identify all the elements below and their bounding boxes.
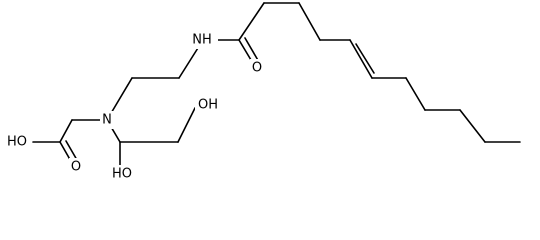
tertiary-amine-nitrogen-label: N bbox=[102, 113, 112, 128]
bond-chain-5 bbox=[349, 39, 373, 79]
atom-label-layer: NH O N HO O OH HO bbox=[4, 31, 264, 183]
acid-hydroxyl-label: HO bbox=[7, 135, 27, 150]
bond-chain-7 bbox=[405, 77, 426, 111]
primary-alcohol-label: OH bbox=[198, 98, 218, 113]
bond-ch2-oh bbox=[177, 107, 196, 143]
bond-chain-9 bbox=[459, 109, 486, 143]
structure-canvas: NH O N HO O OH HO bbox=[4, 2, 521, 183]
bond-acid-co-b bbox=[65, 140, 78, 161]
bond-layer bbox=[32, 2, 521, 168]
bond-chain-3 bbox=[298, 2, 321, 41]
acid-carbonyl-oxygen-label: O bbox=[71, 160, 81, 175]
amide-nh-label: NH bbox=[192, 33, 212, 48]
bond-acid-carbon-ch2 bbox=[59, 119, 73, 143]
bond-chain-alkene-inner bbox=[355, 43, 375, 74]
amide-oxygen-label: O bbox=[252, 61, 262, 76]
bond-carbonyl-o-b bbox=[244, 37, 260, 63]
secondary-alcohol-label: HO bbox=[112, 167, 132, 182]
bond-chain-1 bbox=[238, 2, 265, 41]
